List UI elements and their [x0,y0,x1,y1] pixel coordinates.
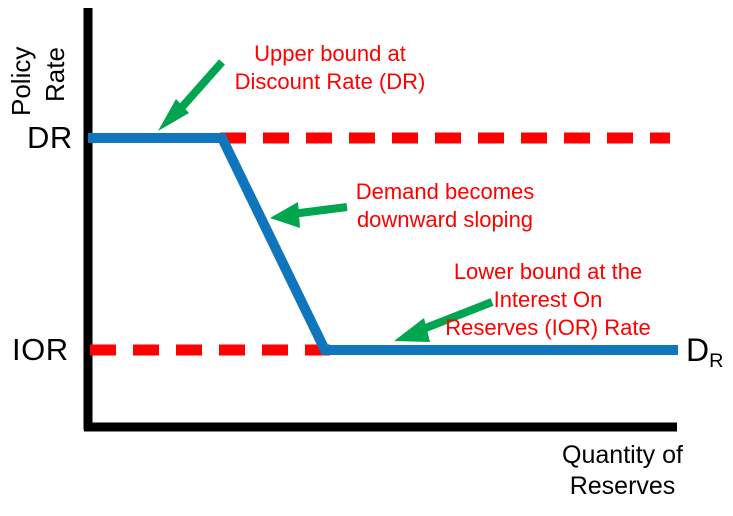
y-axis-title: Policy Rate [2,6,80,126]
reserve-demand-curve [88,133,678,355]
demand-curve-label: DR [686,332,724,372]
y-axis-title-line2: Rate [40,47,70,102]
annotation-downward-sloping: Demand becomes downward sloping [355,179,535,233]
annotation-arrow-upper-bound [158,59,225,131]
annotation-lower-bound: Lower bound at the Interest On Reserves … [445,259,651,341]
y-tick-label-dr: DR [27,120,73,155]
y-axis-title-line1: Policy [6,46,36,116]
annotation-arrow-lower-bound [394,298,494,342]
demand-curve-label-main: D [686,332,710,368]
y-tick-label-ior: IOR [12,332,69,367]
x-axis-title-line1: Quantity of [562,441,683,469]
x-axis-title-line2: Reserves [569,472,676,501]
annotation-arrow-downward-sloping [270,202,348,228]
demand-curve-label-subscript: R [709,349,724,372]
annotation-upper-bound: Upper bound at Discount Rate (DR) [234,41,426,95]
x-axis-title: Quantity of Reserves [520,440,725,503]
